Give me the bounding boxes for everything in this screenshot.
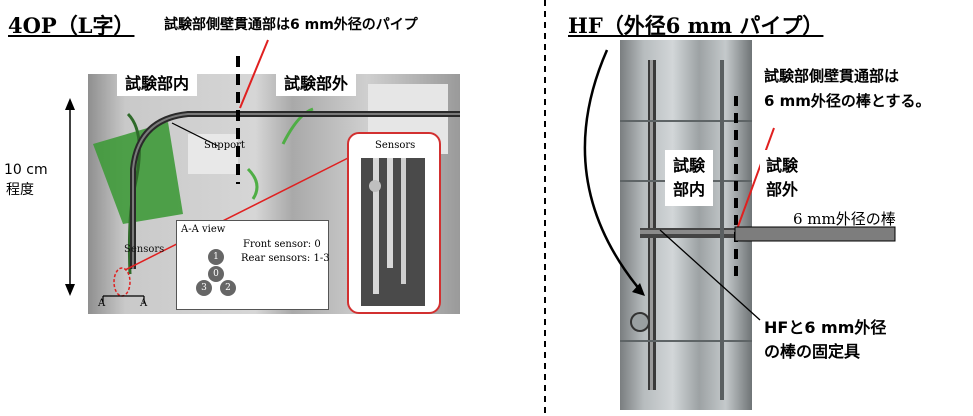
right-inside-l2: 部内 — [673, 180, 706, 199]
size-value: 10 cm — [4, 162, 48, 178]
size-suffix: 程度 — [6, 182, 34, 198]
right-title: HF（外径6 mm パイプ） — [568, 13, 824, 38]
fixture-label: HFと6 mm外径 の棒の固定具 — [764, 316, 886, 364]
rod-label: 6 mm外径の棒 — [793, 210, 896, 228]
size-label: 10 cm 程度 — [4, 160, 48, 200]
support-label: Support — [204, 140, 245, 151]
left-cut-line — [65, 39, 361, 303]
sensors-label: Sensors — [124, 244, 165, 255]
right-note: 試験部側壁貫通部は 6 mm外径の棒とする。 — [764, 64, 930, 114]
right-outside-l2: 部外 — [766, 180, 799, 199]
inset-photo — [361, 158, 425, 306]
label-outside-test-section: 試験部外 — [276, 68, 357, 96]
right-note-line1: 試験部側壁貫通部は — [764, 67, 900, 85]
left-top-note: 試験部側壁貫通部は6 mm外径のパイプ — [164, 17, 418, 33]
right-inside-l1: 試験 — [673, 156, 706, 175]
aa-view-title: A-A view — [181, 224, 226, 235]
sensor-circle-2: 2 — [220, 280, 236, 296]
section-a-left: A — [98, 298, 106, 309]
left-title: 4OP（L字） — [8, 13, 135, 38]
fixture-l2: の棒の固定具 — [764, 342, 861, 361]
aa-front-sensor: Front sensor: 0 — [243, 239, 321, 250]
sensors-inset: Sensors — [347, 132, 441, 314]
inset-title: Sensors — [375, 140, 416, 151]
right-inside-label: 試験 部内 — [665, 150, 714, 206]
aa-rear-sensors: Rear sensors: 1-3 — [241, 253, 330, 264]
sensor-circle-3: 3 — [196, 280, 212, 296]
right-note-line2: 6 mm外径の棒とする。 — [764, 92, 931, 110]
right-photo — [620, 40, 752, 410]
sensor-circle-0: 0 — [208, 266, 224, 282]
sensor-circle-1: 1 — [208, 249, 224, 265]
right-overlay — [583, 49, 896, 321]
right-outside-label: 試験 部外 — [760, 150, 805, 206]
fixture-l1: HFと6 mm外径 — [764, 318, 887, 337]
aa-view-box: A-A view Front sensor: 0 Rear sensors: 1… — [176, 220, 330, 310]
label-inside-test-section: 試験部内 — [117, 68, 198, 96]
right-outside-l1: 試験 — [766, 156, 799, 175]
section-a-right: A — [140, 298, 148, 309]
